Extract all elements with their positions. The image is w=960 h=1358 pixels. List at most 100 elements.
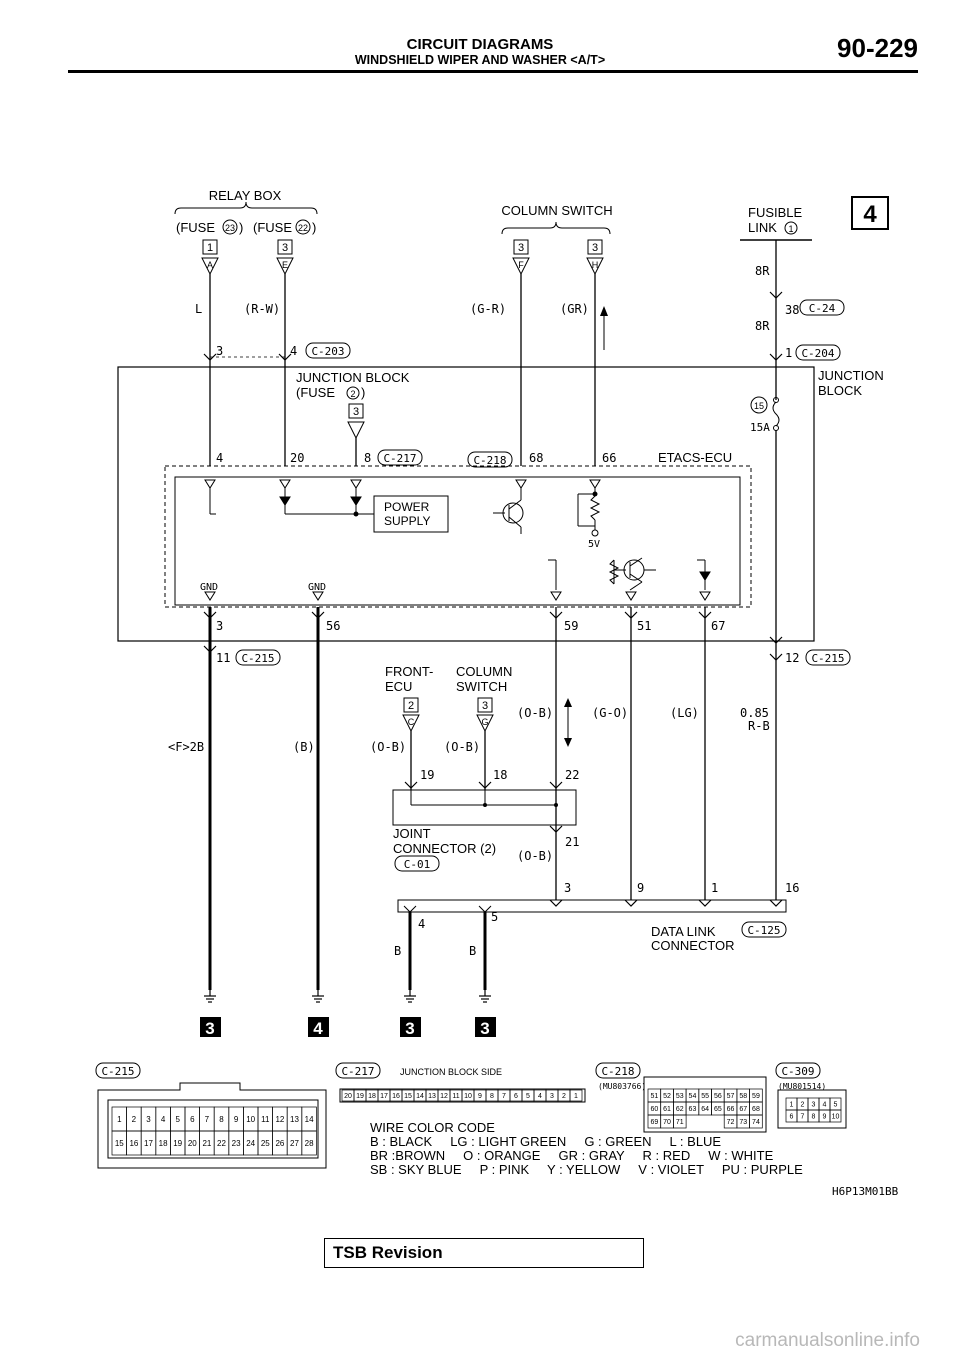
figure-code: H6P13M01BB (832, 1185, 899, 1198)
data-link-connector: 3 9 1 16 4 5 B B DATA LINK CONNECTOR C-1… (394, 881, 799, 990)
c215-pin-label: 24 (246, 1139, 255, 1148)
c218-pin-label: 67 (739, 1106, 747, 1113)
connector-c215-left: C-215 (241, 652, 274, 665)
etacs-internals (204, 479, 711, 601)
c218-pin-label: 57 (727, 1093, 735, 1100)
c217-pin-label: 11 (452, 1093, 459, 1100)
front-ecu: FRONT- ECU 2 C (385, 664, 433, 790)
c218-pin-label: 56 (714, 1093, 722, 1100)
svg-text:1: 1 (788, 224, 793, 234)
ground-ref-4: 3 (480, 1019, 489, 1038)
svg-text:3: 3 (564, 881, 571, 895)
svg-text:BLOCK: BLOCK (818, 383, 862, 398)
svg-text:(MU801514): (MU801514) (778, 1082, 826, 1091)
tsb-revision-box: TSB Revision (324, 1238, 644, 1268)
svg-text:8: 8 (364, 451, 371, 465)
connector-c204: C-204 (801, 347, 834, 360)
c215-pin-label: 16 (129, 1139, 138, 1148)
c309-pin-label: 10 (832, 1114, 840, 1121)
svg-text:15A: 15A (750, 421, 770, 434)
svg-text:3: 3 (592, 242, 598, 254)
svg-text:12: 12 (785, 651, 799, 665)
svg-text:JUNCTION: JUNCTION (818, 368, 884, 383)
svg-text:20: 20 (290, 451, 304, 465)
c309-cavity (829, 1109, 842, 1123)
fuse-22-label: 22 (298, 223, 308, 233)
svg-text:4: 4 (216, 451, 223, 465)
c309-pin-label: 5 (834, 1102, 838, 1109)
page-subtitle: WINDSHIELD WIPER AND WASHER <A/T> (354, 53, 606, 67)
svg-text:21: 21 (565, 835, 579, 849)
fusible-link: FUSIBLE LINK 1 (740, 205, 812, 241)
svg-text:C-217: C-217 (341, 1065, 374, 1078)
etacs-top-pins: 4 20 8 68 66 (216, 451, 616, 465)
svg-text:<F>2B: <F>2B (168, 740, 204, 754)
c218-pin-label: 60 (650, 1106, 658, 1113)
c218-pin-label: 54 (689, 1093, 697, 1100)
lower-wires (208, 607, 777, 990)
svg-text:5V: 5V (588, 539, 600, 550)
c215-pin-label: 22 (217, 1139, 226, 1148)
c309-pin-label: 4 (823, 1102, 827, 1109)
svg-text:1: 1 (207, 242, 213, 254)
svg-text:4: 4 (290, 344, 297, 358)
svg-text:(FUSE: (FUSE (176, 220, 215, 235)
c218-pin-label: 64 (701, 1106, 709, 1113)
section-title: CIRCUIT DIAGRAMS (406, 36, 554, 53)
svg-text:): ) (361, 385, 365, 400)
relay-box-label: RELAY BOX (209, 188, 282, 203)
jb-fuse-label: JUNCTION BLOCK (296, 370, 410, 385)
svg-text:38: 38 (785, 303, 799, 317)
c215-pin-label: 2 (132, 1115, 137, 1124)
svg-text:2: 2 (350, 389, 355, 399)
c215-pin-label: 8 (219, 1115, 224, 1124)
svg-text:COLUMN: COLUMN (456, 664, 512, 679)
c215-pin-label: 3 (146, 1115, 151, 1124)
svg-text:1: 1 (785, 346, 792, 360)
svg-text:BR :BROWN O : ORANGE G: BR :BROWN O : ORANGE GR : GRAY R : RED W… (370, 1148, 774, 1163)
svg-text:3: 3 (216, 344, 223, 358)
c218-pin-label: 73 (739, 1119, 747, 1126)
svg-text:): ) (312, 220, 316, 235)
svg-text:SB : SKY BLUE P : PINK: SB : SKY BLUE P : PINK Y : YELLOW V : VI… (370, 1162, 803, 1177)
c215-pin-label: 20 (188, 1139, 197, 1148)
c218-pin-label: 72 (727, 1119, 735, 1126)
column-switch-mid: COLUMN SWITCH 3 G (456, 664, 512, 790)
top-wire-labels: L (R-W) (G-R) (GR) 8R 8R (195, 264, 770, 333)
relay-box: RELAY BOX (FUSE 23 ) (FUSE 22 ) 1 3 A E (174, 188, 318, 276)
connector-c01: C-01 (404, 858, 431, 871)
c217-pin-label: 13 (428, 1093, 436, 1100)
c215-pin-label: 4 (161, 1115, 166, 1124)
svg-text:JOINT: JOINT (393, 826, 431, 841)
header-rule (68, 70, 918, 73)
svg-text:(G-R): (G-R) (470, 302, 506, 316)
etacs-ecu (164, 465, 752, 608)
svg-text:(G-O): (G-O) (592, 706, 628, 720)
svg-text:C-309: C-309 (781, 1065, 814, 1078)
c218-pin-label: 58 (739, 1093, 747, 1100)
c218-pin-label: 61 (663, 1106, 671, 1113)
c217-pin-label: 20 (344, 1093, 352, 1100)
c217-pin-label: 7 (502, 1093, 506, 1100)
grounds: 3 4 3 3 (200, 989, 496, 1038)
svg-text:4: 4 (418, 917, 425, 931)
c215-pin-label: 18 (159, 1139, 168, 1148)
svg-text:(FUSE: (FUSE (253, 220, 292, 235)
svg-text:DATA LINK: DATA LINK (651, 924, 716, 939)
svg-text:51: 51 (637, 619, 651, 633)
svg-text:3: 3 (216, 619, 223, 633)
svg-text:B: B (469, 944, 476, 958)
c215-cavity (301, 1130, 317, 1156)
c218-pin-label: 66 (727, 1106, 735, 1113)
svg-text:CONNECTOR (2): CONNECTOR (2) (393, 841, 496, 856)
c218-cavity (749, 1114, 763, 1129)
svg-text:19: 19 (420, 768, 434, 782)
svg-text:C-218: C-218 (601, 1065, 634, 1078)
svg-text:COLUMN SWITCH: COLUMN SWITCH (501, 203, 612, 218)
svg-text:ETACS-ECU: ETACS-ECU (658, 450, 732, 465)
c215-pin-label: 25 (261, 1139, 270, 1148)
svg-text:5: 5 (491, 910, 498, 924)
svg-text:C-215: C-215 (101, 1065, 134, 1078)
connector-c203: C-203 (311, 345, 344, 358)
